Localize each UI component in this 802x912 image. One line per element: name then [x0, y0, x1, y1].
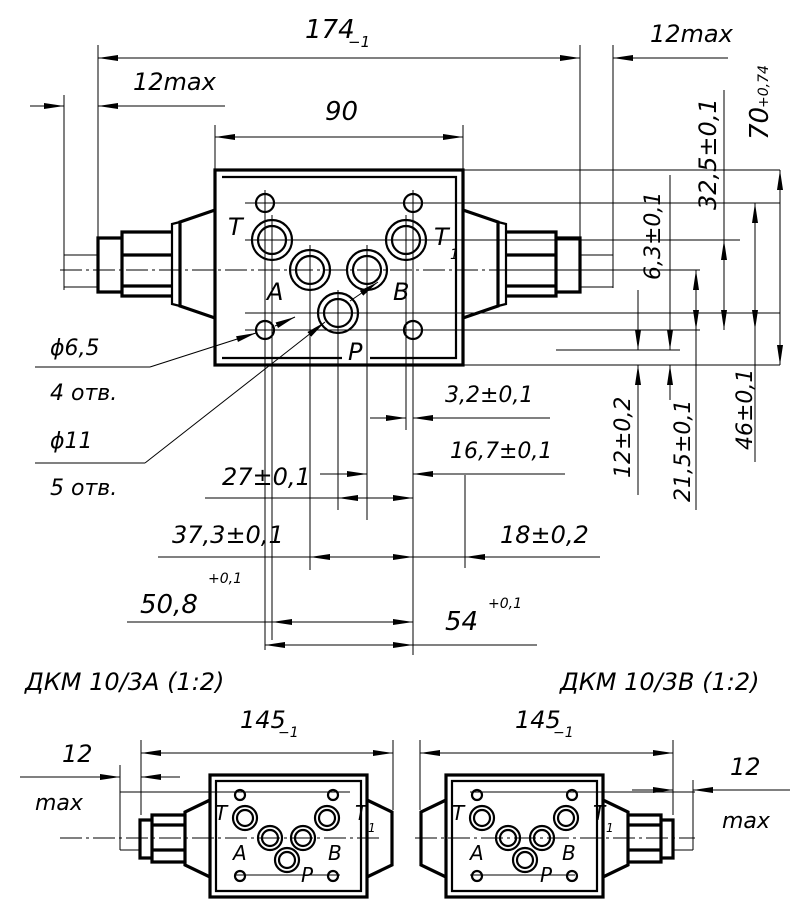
hole-small-diameter: ϕ6,5 — [50, 336, 100, 361]
port-label-t: T — [228, 213, 245, 241]
view-a-port-p: P — [301, 863, 314, 887]
view-a-length-tol: −1 — [278, 725, 299, 741]
main-view: T T 1 A B P 174 −1 12max 12max 90 — [30, 15, 783, 655]
dim-32-5: 32,5±0,1 — [694, 98, 722, 210]
dim-body-width: 90 — [325, 97, 358, 127]
dim-3-2: 3,2±0,1 — [445, 383, 533, 408]
dim-21-5: 21,5±0,1 — [671, 400, 696, 502]
view-a-port-b: B — [328, 841, 342, 865]
dim-50-8-tol: +0,1 — [208, 571, 242, 587]
dim-37-3: 37,3±0,1 — [172, 521, 284, 549]
view-b-port-t1-sub: 1 — [606, 821, 614, 835]
port-label-b: B — [393, 278, 409, 306]
dim-6-3: 6,3±0,1 — [641, 192, 666, 280]
port-label-t1-sub: 1 — [450, 247, 459, 263]
dim-overall-length-tol: −1 — [348, 33, 370, 51]
view-b-length-tol: −1 — [553, 725, 574, 741]
dim-50-8: 50,8 — [140, 590, 198, 620]
hole-large-count: 5 отв. — [50, 476, 117, 501]
port-holes — [250, 218, 428, 335]
dim-18: 18±0,2 — [500, 521, 589, 549]
mounting-holes — [254, 192, 424, 341]
dim-height: 70 — [745, 107, 775, 140]
valve-body — [96, 168, 582, 367]
dim-54-tol: +0,1 — [488, 596, 522, 612]
port-label-p: P — [348, 338, 363, 366]
view-a-length: 145 — [240, 706, 286, 734]
dim-12: 12±0,2 — [611, 397, 636, 478]
dim-16-7: 16,7±0,1 — [450, 439, 552, 464]
view-a-port-t1-sub: 1 — [368, 821, 376, 835]
view-a-port-t1: T — [355, 801, 369, 825]
dim-46: 46±0,1 — [733, 369, 758, 450]
dim-overall-length: 174 — [305, 15, 355, 45]
view-a-protrusion-suffix: max — [35, 791, 84, 816]
dim-27: 27±0,1 — [222, 463, 311, 491]
view-a-title: ДКМ 10/3А (1:2) — [24, 668, 224, 696]
port-label-t1: T — [434, 223, 451, 251]
view-a-protrusion: 12 — [62, 740, 93, 768]
hole-large-diameter: ϕ11 — [50, 429, 93, 454]
dim-right-protrusion: 12max — [650, 20, 734, 48]
view-a-port-t: T — [215, 801, 229, 825]
port-label-a: A — [265, 278, 283, 306]
view-b-title: ДКМ 10/3В (1:2) — [559, 668, 759, 696]
view-b-port-b: B — [562, 841, 576, 865]
hole-small-count: 4 отв. — [50, 381, 117, 406]
view-b-port-t1: T — [593, 801, 607, 825]
view-b-length: 145 — [515, 706, 561, 734]
view-b: ДКМ 10/3В (1:2) T T 1 A B P 145 −1 12 — [415, 668, 790, 899]
view-b-protrusion-suffix: max — [722, 809, 771, 834]
view-b-port-p: P — [540, 863, 553, 887]
dim-54: 54 — [445, 607, 478, 637]
dim-left-protrusion: 12max — [133, 68, 217, 96]
view-b-port-t: T — [452, 801, 466, 825]
dim-height-tol: +0,74 — [756, 65, 772, 108]
view-a-port-a: A — [231, 841, 247, 865]
view-a: ДКМ 10/3А (1:2) T T 1 A B P 145 −1 12 — [20, 668, 394, 899]
view-b-protrusion: 12 — [730, 753, 761, 781]
view-b-port-a: A — [468, 841, 484, 865]
